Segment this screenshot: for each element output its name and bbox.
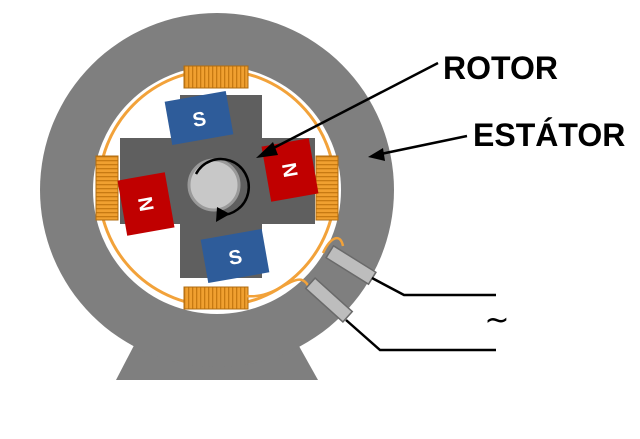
pole-top-label: S xyxy=(191,108,208,132)
rotor: S S N N xyxy=(117,90,319,284)
pole-bottom-label: S xyxy=(227,246,244,270)
terminals xyxy=(246,236,496,352)
ac-symbol: ~ xyxy=(484,303,509,338)
lead-wire-2 xyxy=(246,278,312,298)
supply-line-2 xyxy=(345,319,496,352)
stator-arrowhead xyxy=(368,148,385,161)
supply-line-1 xyxy=(371,276,496,297)
rotor-shaft xyxy=(187,158,241,212)
stator-windings xyxy=(95,65,339,310)
terminal-bushing-2 xyxy=(304,277,354,323)
coil-right xyxy=(315,155,339,221)
pole-left xyxy=(117,172,175,236)
rotor-arrow-line xyxy=(261,61,439,156)
pole-left-label: N xyxy=(133,195,157,213)
pole-bottom xyxy=(200,228,270,284)
rotation-arrow xyxy=(194,157,250,217)
rotor-label: ROTOR xyxy=(443,50,558,86)
lead-wire-1 xyxy=(321,236,345,254)
stator-arrow-line xyxy=(375,134,468,157)
coil-left xyxy=(95,155,119,221)
rotor-arrowhead xyxy=(256,142,278,158)
pole-right-label: N xyxy=(277,161,301,179)
rotation-arrow-head xyxy=(216,207,230,222)
pole-top xyxy=(164,90,234,146)
stator-label: ESTÁTOR xyxy=(473,117,625,153)
coil-top xyxy=(183,65,249,89)
coil-bottom xyxy=(183,286,249,310)
